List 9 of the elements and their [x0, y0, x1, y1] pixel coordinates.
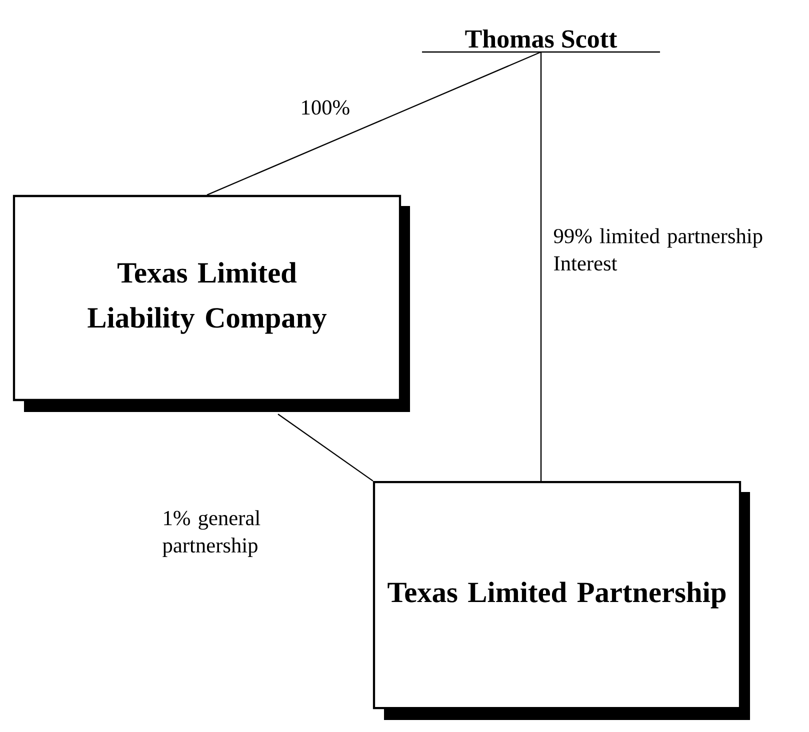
edge-label: 100%	[302, 100, 350, 115]
connector-line	[206, 51, 542, 196]
entity-box: Texas Limited Partnership	[372, 480, 750, 720]
underlined-name: Thomas Scott	[422, 29, 660, 53]
connector-line	[540, 52, 542, 481]
edge-label: 1% general partnership	[162, 510, 260, 557]
edge-label: 99% limited partnership Interest	[554, 228, 762, 271]
entity-box: Texas Limited Liability Company	[12, 194, 410, 412]
connector-line	[278, 414, 374, 482]
